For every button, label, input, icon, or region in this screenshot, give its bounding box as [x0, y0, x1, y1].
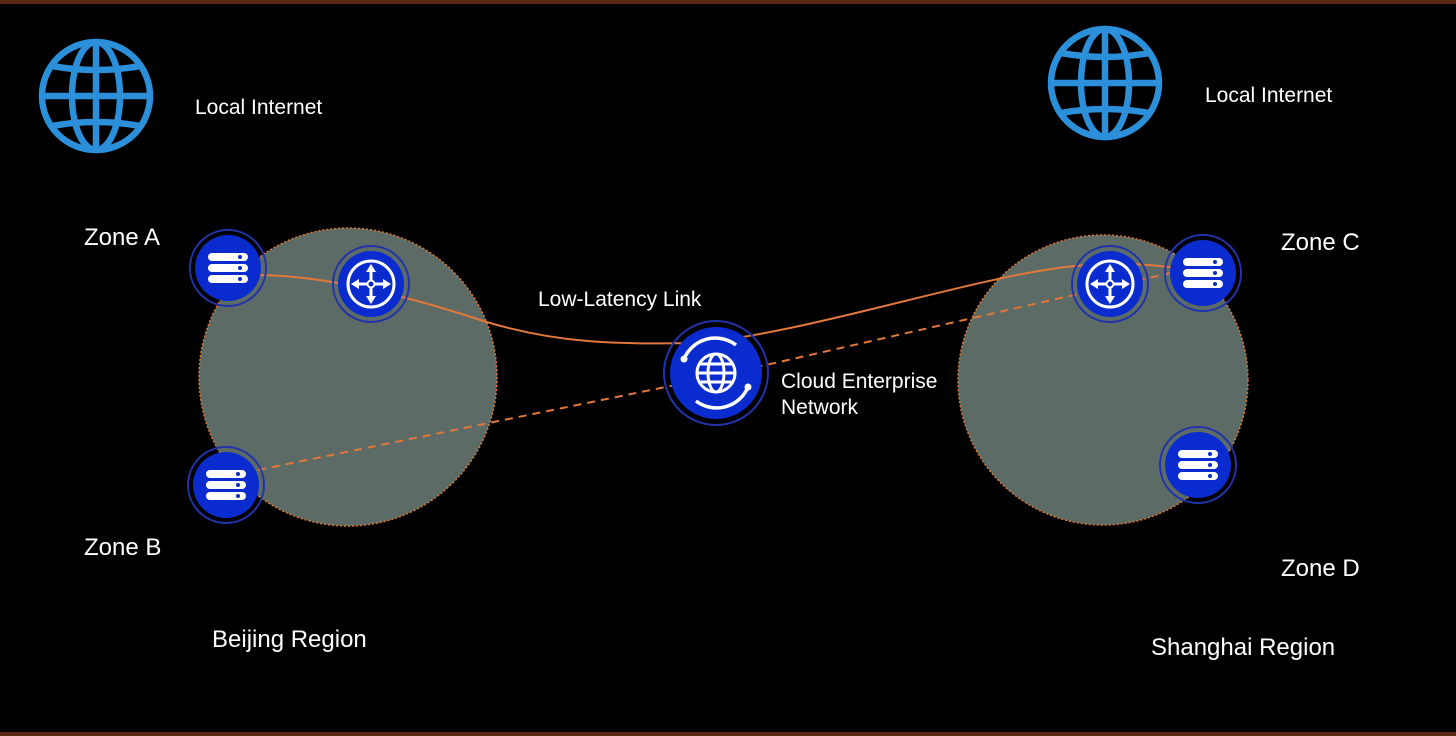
- backup-link-beijing: [257, 379, 701, 471]
- zone-a-label: Zone A: [84, 224, 160, 251]
- local-internet-label-left: Local Internet: [195, 96, 322, 119]
- beijing-region-label: Beijing Region: [212, 626, 367, 653]
- zone-a-server-icon[interactable]: [189, 229, 267, 307]
- low-latency-link-shanghai: [699, 262, 1176, 344]
- zone-d-label: Zone D: [1281, 555, 1360, 582]
- shanghai-region-label: Shanghai Region: [1151, 634, 1335, 661]
- zone-c-label: Zone C: [1281, 229, 1360, 256]
- beijing-router-icon[interactable]: [331, 244, 411, 324]
- low-latency-link-beijing: [254, 274, 701, 345]
- cen-label-line2: Network: [781, 396, 859, 419]
- zone-c-server-icon[interactable]: [1164, 234, 1242, 312]
- bottom-border: [0, 732, 1456, 736]
- zone-b-label: Zone B: [84, 534, 161, 561]
- globe-icon: [1051, 29, 1159, 137]
- local-internet-label-right: Local Internet: [1205, 84, 1332, 107]
- globe-icon: [42, 42, 150, 150]
- cen-label-line1: Cloud Enterprise: [781, 370, 937, 393]
- cen-hub-icon[interactable]: [662, 319, 770, 427]
- backup-link-shanghai: [699, 271, 1176, 381]
- low-latency-link-label: Low-Latency Link: [538, 288, 702, 311]
- top-border: [0, 0, 1456, 4]
- shanghai-router-icon[interactable]: [1070, 244, 1150, 324]
- zone-d-server-icon[interactable]: [1159, 426, 1237, 504]
- zone-b-server-icon[interactable]: [187, 446, 265, 524]
